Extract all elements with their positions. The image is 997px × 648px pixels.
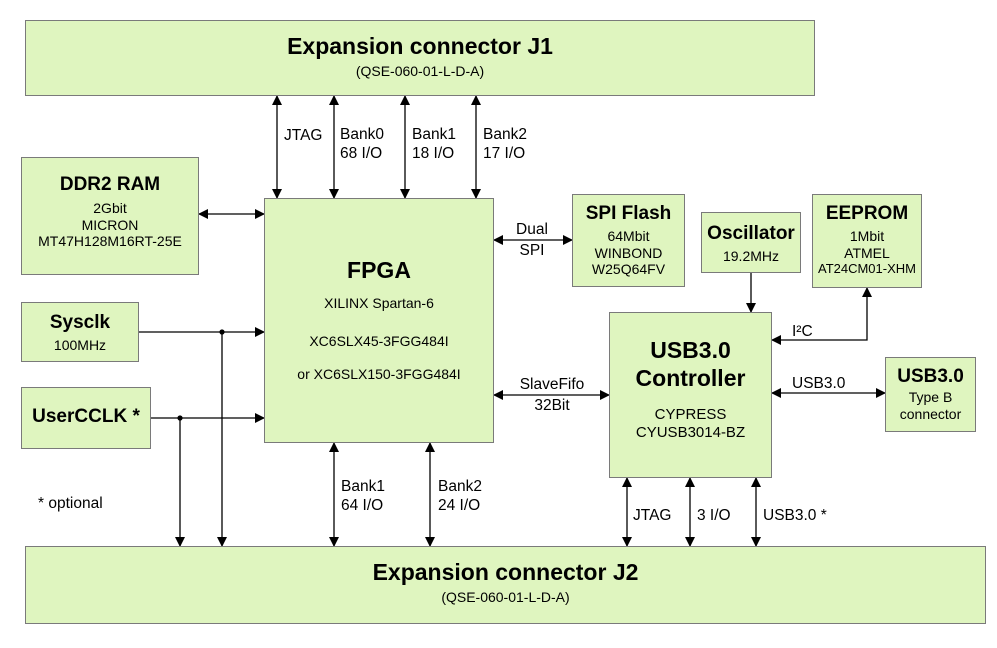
bank2-top-io: 17 I/O	[483, 144, 526, 162]
spi-flash-block: SPI Flash 64Mbit WINBOND W25Q64FV	[572, 194, 685, 287]
eeprom-size: 1Mbit	[849, 227, 885, 244]
usercclk-title: UserCCLK *	[32, 406, 140, 427]
fpga-block: FPGA XILINX Spartan-6 XC6SLX45-3FGG484I …	[264, 198, 494, 443]
eeprom-title: EEPROM	[825, 203, 909, 224]
fpga-part-2: or XC6SLX150-3FGG484I	[297, 366, 461, 383]
eeprom-vendor: ATMEL	[844, 244, 890, 261]
usb3-controller-block: USB3.0 Controller CYPRESS CYUSB3014-BZ	[609, 312, 772, 478]
bank0-top-io: 68 I/O	[340, 144, 383, 162]
usb3-controller-part: CYUSB3014-BZ	[635, 424, 746, 442]
ddr2-size: 2Gbit	[93, 199, 127, 216]
dual-spi-l1: Dual	[516, 221, 548, 238]
bank1-top-io: 18 I/O	[412, 144, 455, 162]
usb3-controller-title-2: Controller	[635, 364, 746, 391]
bank2-bottom-name: Bank2	[438, 478, 482, 495]
usb3-connector-block: USB3.0 Type B connector	[885, 357, 976, 432]
bank0-top-label: Bank0 68 I/O	[340, 126, 384, 163]
i2c-arrow	[771, 287, 872, 345]
fpga-title: FPGA	[347, 257, 411, 283]
bank2-bottom-label: Bank2 24 I/O	[438, 478, 482, 515]
sysclk-title: Sysclk	[49, 312, 111, 333]
spi-flash-title: SPI Flash	[585, 203, 672, 224]
usercclk-block: UserCCLK *	[21, 387, 151, 449]
bank1-bottom-io: 64 I/O	[341, 496, 384, 514]
sysclk-block: Sysclk 100MHz	[21, 302, 139, 362]
ddr2-part: MT47H128M16RT-25E	[38, 233, 182, 250]
jtag-j1-label: JTAG	[284, 127, 323, 144]
usb3-controller-title-1: USB3.0	[650, 337, 731, 363]
j1-part: (QSE-060-01-L-D-A)	[355, 62, 485, 79]
bank2-top-name: Bank2	[483, 126, 527, 143]
expansion-connector-j2: Expansion connector J2 (QSE-060-01-L-D-A…	[25, 546, 986, 624]
oscillator-block: Oscillator 19.2MHz	[701, 212, 801, 273]
bank1-top-label: Bank1 18 I/O	[412, 126, 456, 163]
sysclk-freq: 100MHz	[53, 336, 107, 353]
ddr2-title: DDR2 RAM	[59, 174, 161, 195]
bank1-bottom-name: Bank1	[341, 478, 385, 495]
fpga-part-1: XC6SLX45-3FGG484I	[309, 333, 449, 350]
usb3-controller-vendor: CYPRESS	[654, 406, 727, 424]
usb30-link-label: USB3.0	[792, 375, 846, 392]
dual-spi-l2: SPI	[519, 241, 545, 259]
spi-flash-part: W25Q64FV	[591, 261, 666, 278]
j1-title: Expansion connector J1	[287, 33, 553, 59]
j2-title: Expansion connector J2	[372, 559, 639, 585]
eeprom-part: AT24CM01-XHM	[817, 261, 916, 277]
ddr2-vendor: MICRON	[81, 216, 139, 233]
usb30-j2-label: USB3.0 *	[763, 507, 827, 524]
fpga-vendor: XILINX Spartan-6	[324, 294, 434, 311]
slavefifo-l2: 32Bit	[534, 396, 570, 414]
optional-note: * optional	[38, 495, 103, 512]
ddr2-ram-block: DDR2 RAM 2Gbit MICRON MT47H128M16RT-25E	[21, 157, 199, 275]
slavefifo-l1: SlaveFifo	[519, 376, 585, 393]
slavefifo-label: SlaveFifo 32Bit	[508, 376, 596, 415]
io3-label: 3 I/O	[697, 507, 731, 524]
spi-flash-vendor: WINBOND	[594, 244, 663, 261]
usercclk-junction	[177, 415, 183, 421]
usb3-connector-label: connector	[899, 405, 962, 422]
bank1-bottom-label: Bank1 64 I/O	[341, 478, 385, 515]
i2c-label: I²C	[792, 323, 813, 340]
bank2-top-label: Bank2 17 I/O	[483, 126, 527, 163]
sysclk-junction	[219, 329, 225, 335]
expansion-connector-j1: Expansion connector J1 (QSE-060-01-L-D-A…	[25, 20, 815, 96]
usb3-connector-title: USB3.0	[897, 366, 964, 387]
spi-flash-size: 64Mbit	[607, 227, 650, 244]
usb3-connector-type: Type B	[908, 388, 953, 405]
bank0-top-name: Bank0	[340, 126, 384, 143]
bank1-top-name: Bank1	[412, 126, 456, 143]
oscillator-freq: 19.2MHz	[722, 247, 780, 264]
jtag-j2-label: JTAG	[633, 507, 672, 524]
bank2-bottom-io: 24 I/O	[438, 496, 481, 514]
eeprom-block: EEPROM 1Mbit ATMEL AT24CM01-XHM	[812, 194, 922, 288]
oscillator-title: Oscillator	[707, 223, 795, 244]
dual-spi-label: Dual SPI	[508, 221, 556, 260]
j2-part: (QSE-060-01-L-D-A)	[441, 588, 570, 605]
